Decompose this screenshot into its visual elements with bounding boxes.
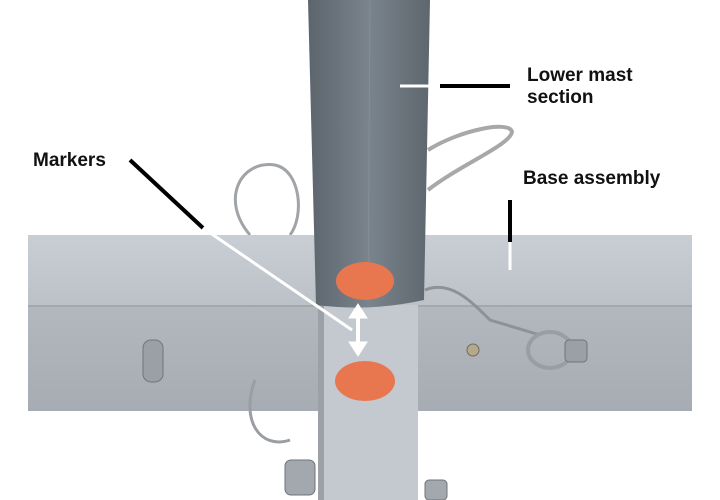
label-lower-mast-section: Lower mast section: [527, 65, 633, 109]
wire-loop-left: [233, 163, 300, 236]
marker-upper: [336, 262, 394, 300]
leader-markers-black: [128, 158, 205, 230]
label-base-assembly: Base assembly: [523, 168, 661, 189]
label-markers: Markers: [33, 150, 106, 171]
base-plate: [318, 305, 418, 500]
label-lower-mast-line2: section: [527, 87, 594, 108]
pin-left: [142, 339, 164, 383]
wire-loop-right: [426, 124, 515, 192]
double-arrow-icon: [348, 303, 368, 357]
marker-lower: [335, 361, 395, 401]
leader-markers-white: [202, 226, 353, 332]
label-lower-mast-line1: Lower mast: [527, 65, 633, 86]
